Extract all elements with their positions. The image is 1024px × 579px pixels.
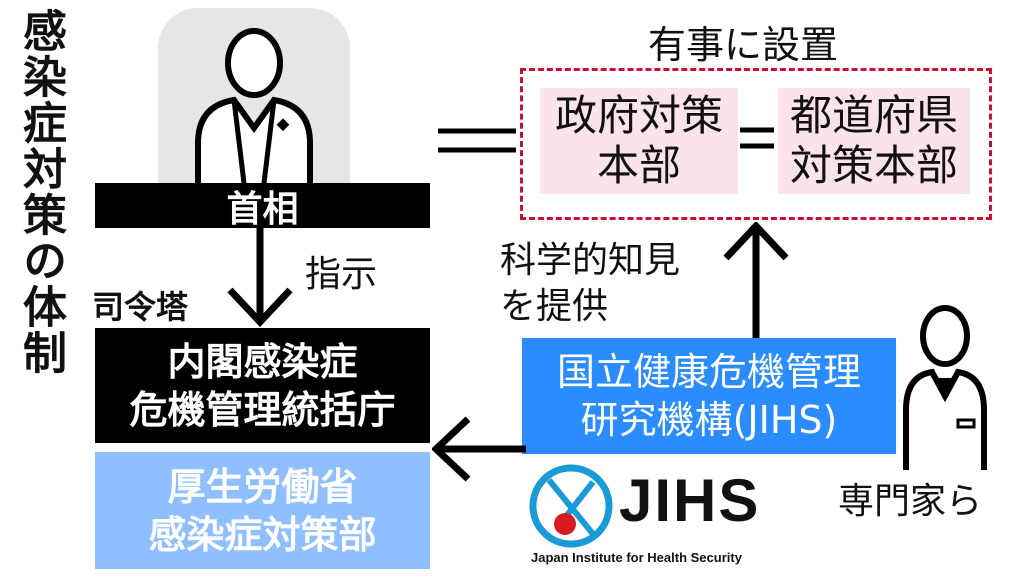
control-tower-label: 司令塔: [92, 288, 189, 326]
diagram-title: 感染症対策の体制: [15, 8, 66, 376]
experts-label: 専門家ら: [838, 481, 983, 522]
pm-figure: [158, 8, 350, 184]
emergency-hq-frame: [520, 68, 992, 220]
equals-small-icon: [740, 127, 774, 149]
pm-label: 首相: [95, 183, 430, 230]
cabinet-agency-line1: 内閣感染症: [167, 339, 358, 384]
gov-hq-line1: 政府対策: [554, 91, 723, 140]
science-label: 科学的知見 を提供: [500, 238, 680, 330]
cabinet-agency-line2: 危機管理統括庁: [129, 387, 396, 432]
doctor-icon: [903, 305, 987, 470]
equals-icon: [438, 128, 516, 153]
pref-hq-box: 都道府県 対策本部: [778, 88, 970, 194]
pref-hq-line1: 都道府県: [789, 91, 958, 140]
jihs-logo: JIHS Japan Institute for Health Security: [527, 462, 787, 572]
arrow-down-icon: [227, 228, 293, 328]
jihs-line1: 国立健康危機管理: [556, 350, 861, 394]
emergency-label: 有事に設置: [648, 23, 839, 67]
mhlw-dept-line1: 厚生労働省: [167, 464, 358, 509]
arrow-up-icon: [723, 222, 789, 340]
jihs-box: 国立健康危機管理 研究機構(JIHS): [522, 338, 896, 454]
pref-hq-line2: 対策本部: [789, 141, 958, 190]
jihs-logo-icon: [529, 464, 613, 548]
science-label-line2: を提供: [500, 286, 609, 327]
mhlw-dept-box: 厚生労働省 感染症対策部: [95, 452, 430, 569]
gov-hq-line2: 本部: [596, 141, 681, 190]
mhlw-dept-line2: 感染症対策部: [148, 512, 377, 557]
person-icon: [195, 28, 313, 184]
jihs-logo-subtitle: Japan Institute for Health Security: [531, 550, 742, 565]
instruction-label: 指示: [305, 254, 378, 295]
cabinet-agency-box: 内閣感染症 危機管理統括庁: [95, 328, 430, 443]
gov-hq-box: 政府対策 本部: [540, 88, 738, 194]
jihs-line2: 研究機構(JIHS): [580, 398, 838, 442]
arrow-left-icon: [432, 416, 526, 482]
science-label-line1: 科学的知見: [500, 240, 681, 281]
pm-label-text: 首相: [226, 188, 299, 230]
jihs-logo-text: JIHS: [619, 467, 761, 534]
